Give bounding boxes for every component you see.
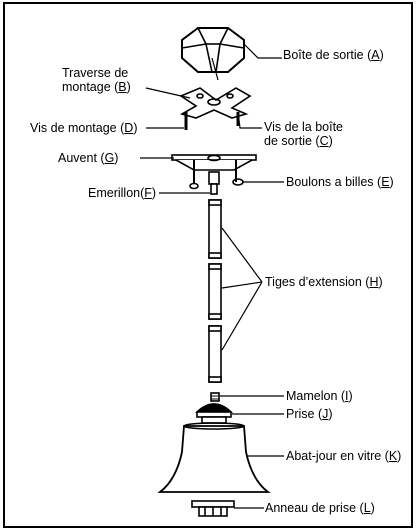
label-glass-shade: Abat-jour en vitre (K) — [286, 449, 402, 463]
swivel — [208, 171, 220, 195]
label-extension-rods: Tiges d’extension (H) — [265, 275, 383, 289]
label-swivel: Emerillon(F) — [88, 186, 157, 200]
label-outlet-box-screw-line2: de sortie (C) — [264, 134, 333, 148]
glass-shade — [157, 422, 271, 493]
label-nipple: Mamelon (I) — [286, 389, 353, 403]
socket-ring — [191, 500, 235, 517]
label-mounting-strap-line1: Traverse de — [62, 66, 129, 80]
label-ball-bolts: Boulons a billes (E) — [286, 175, 394, 189]
label-socket: Prise (J) — [286, 407, 333, 421]
label-socket-ring: Anneau de prise (L) — [265, 501, 375, 515]
label-mounting-screw: Vis de montage (D) — [30, 121, 138, 135]
label-mounting-strap-line2: montage (B) — [62, 80, 131, 94]
leader-lines — [140, 43, 284, 509]
outlet-box — [181, 27, 245, 81]
extension-rods — [208, 199, 222, 383]
label-outlet-box: Boîte de sortie (A) — [283, 48, 384, 62]
nipple — [210, 392, 220, 402]
canopy — [171, 154, 257, 190]
label-outlet-box-screw-line1: Vis de la boîte — [264, 120, 343, 134]
label-canopy: Auvent (G) — [58, 151, 119, 165]
socket — [194, 403, 234, 424]
